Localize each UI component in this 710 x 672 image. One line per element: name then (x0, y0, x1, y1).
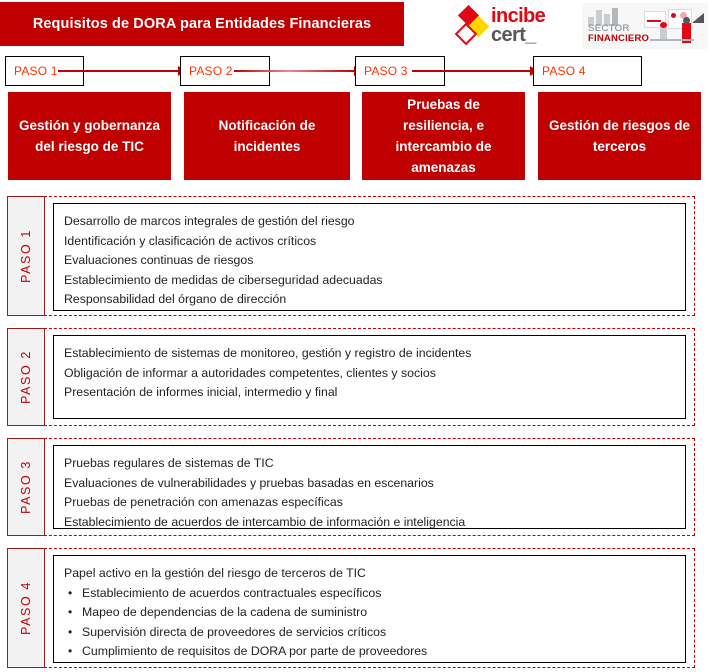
paso-tab-1-label: PASO 1 (19, 229, 33, 283)
flow-arrow-3-to-4 (412, 66, 538, 76)
sector-logo-line1: SECTOR (588, 23, 630, 34)
flow-arrow-2-to-3 (234, 66, 362, 76)
pie-dot-red-icon (671, 13, 676, 18)
list-item: Establecimiento de sistemas de monitoreo… (64, 346, 472, 360)
category-box-2-label: Notificación de incidentes (218, 118, 316, 154)
page-title: Requisitos de DORA para Entidades Financ… (32, 16, 372, 32)
flow-arrow-1-to-2 (58, 66, 186, 76)
sector-logo-text: SECTOR FINANCIERO (588, 24, 649, 44)
paso-content-4: Papel activo en la gestión del riesgo de… (53, 555, 686, 663)
paso-content-3: Pruebas regulares de sistemas de TIC Eva… (53, 445, 686, 529)
paso-section-1: PASO 1 Desarrollo de marcos integrales d… (7, 196, 695, 316)
list-item: Cumplimiento de requisitos de DORA por p… (64, 642, 675, 662)
paso-tab-2-label: PASO 2 (19, 350, 33, 404)
category-box-2[interactable]: Notificación de incidentes (184, 92, 350, 180)
category-box-4-label: Gestión de riesgos de terceros (548, 118, 691, 154)
sector-financiero-logo: SECTOR FINANCIERO (582, 3, 708, 49)
list-item: Presentación de informes inicial, interm… (64, 385, 338, 400)
step-chip-1-label: PASO 1 (14, 64, 58, 78)
list-item: Pruebas regulares de sistemas de TIC (64, 456, 274, 470)
list-item: Pruebas de penetración con amenazas espe… (64, 495, 343, 510)
list-item: Establecimiento de acuerdos contractuale… (64, 584, 675, 604)
list-item: Evaluaciones de vulnerabilidades y prueb… (64, 475, 434, 490)
category-box-3-label: Pruebas de resiliencia, e intercambio de… (395, 97, 492, 175)
list-item: Establecimiento de medidas de cibersegur… (64, 272, 383, 287)
title-banner: Requisitos de DORA para Entidades Financ… (0, 2, 404, 46)
step-chip-4-label: PASO 4 (542, 64, 586, 78)
bar-chart-icon (588, 8, 622, 26)
category-box-3[interactable]: Pruebas de resiliencia, e intercambio de… (362, 92, 525, 180)
paso-tab-4-label: PASO 4 (19, 581, 33, 635)
paso-content-1: Desarrollo de marcos integrales de gesti… (53, 203, 686, 311)
person-right-icon (682, 17, 691, 43)
paso-tab-3-label: PASO 3 (19, 460, 33, 514)
step-chip-1[interactable]: PASO 1 (5, 56, 84, 86)
list-item: Responsabilidad del órgano de dirección (64, 292, 287, 307)
desk-icon (650, 39, 694, 41)
step-chip-4[interactable]: PASO 4 (533, 56, 642, 86)
category-row: Gestión y gobernanza del riesgo de TIC N… (0, 90, 710, 182)
paso-content-2: Establecimiento de sistemas de monitoreo… (53, 335, 686, 419)
page-header: Requisitos de DORA para Entidades Financ… (0, 0, 710, 52)
list-item: Obligación de informar a autoridades com… (64, 365, 436, 380)
paso-tab-1: PASO 1 (7, 196, 45, 316)
sector-logo-line2: FINANCIERO (588, 33, 650, 44)
list-item: Establecimiento de acuerdos de intercamb… (64, 514, 466, 529)
incibe-wordmark: incibe (491, 5, 546, 27)
paso-section-4: PASO 4 Papel activo en la gestión del ri… (7, 548, 695, 668)
list-item: Identificación y clasificación de activo… (64, 233, 317, 248)
person-left-icon (660, 22, 667, 41)
cert-wordmark: cert_ (491, 24, 536, 46)
mountain-icon (692, 13, 704, 23)
list-item: Papel activo en la gestión del riesgo de… (64, 566, 366, 580)
category-box-4[interactable]: Gestión de riesgos de terceros (538, 92, 701, 180)
step-flow-row: PASO 1 PASO 2 PASO 3 PASO 4 (0, 56, 710, 86)
list-item: Evaluaciones continuas de riesgos (64, 253, 254, 268)
paso-tab-2: PASO 2 (7, 328, 45, 426)
paso-tab-4: PASO 4 (7, 548, 45, 668)
paso-section-3: PASO 3 Pruebas regulares de sistemas de … (7, 438, 695, 536)
category-box-1-label: Gestión y gobernanza del riesgo de TIC (18, 118, 161, 154)
list-item: Supervisión directa de proveedores de se… (64, 623, 675, 643)
category-box-1[interactable]: Gestión y gobernanza del riesgo de TIC (8, 92, 171, 180)
list-item: Mapeo de dependencias de la cadena de su… (64, 603, 675, 623)
pie-dot-pink-icon (680, 12, 687, 19)
paso-tab-3: PASO 3 (7, 438, 45, 536)
list-item: Desarrollo de marcos integrales de gesti… (64, 214, 355, 228)
paso-section-2: PASO 2 Establecimiento de sistemas de mo… (7, 328, 695, 426)
step-chip-3-label: PASO 3 (364, 64, 408, 78)
step-chip-2-label: PASO 2 (189, 64, 233, 78)
incibe-cert-logo: incibe cert_ (454, 4, 567, 48)
